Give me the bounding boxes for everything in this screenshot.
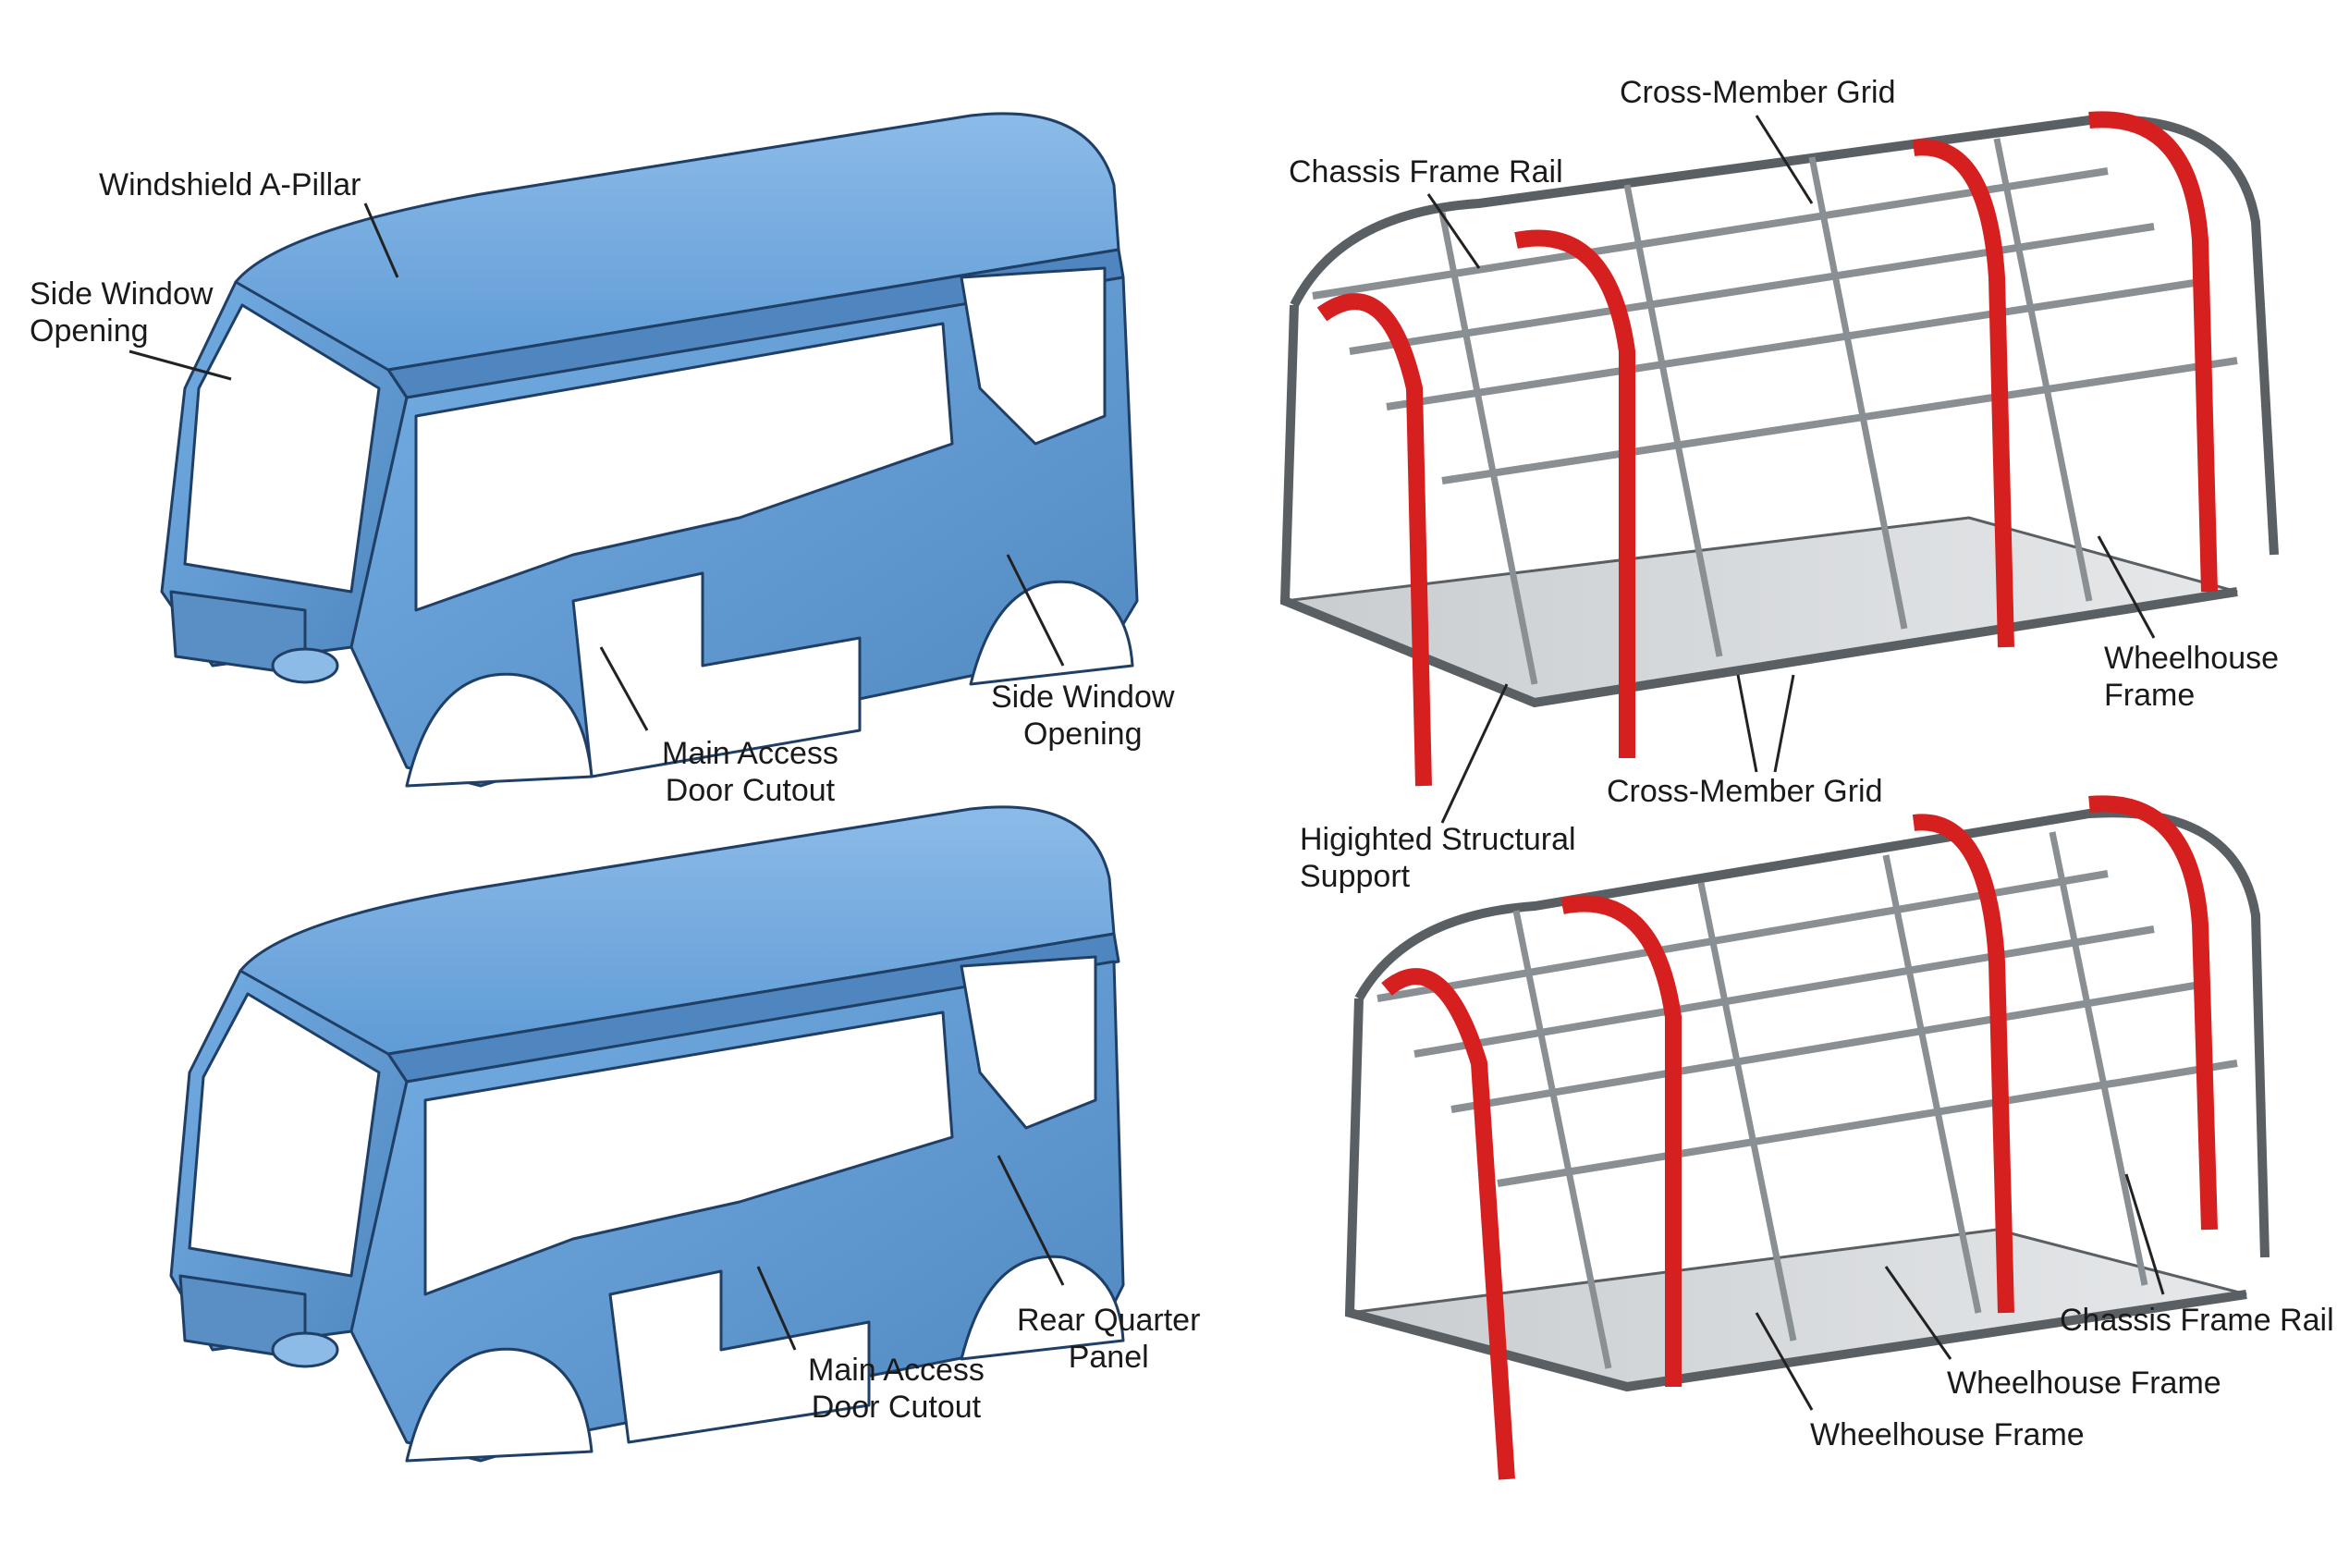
leader-cross-member-mid-a <box>1736 674 1758 773</box>
leader-cross-member-top <box>1755 115 1814 204</box>
leader-side-window-2 <box>1006 554 1065 667</box>
leader-wheelhouse-top <box>2097 535 2156 639</box>
label-wheelhouse-frame-bottom-2: Wheelhouse Frame <box>1810 1417 2085 1452</box>
leader-a-pillar <box>363 202 399 278</box>
leader-wheelhouse-bottom-2 <box>1755 1312 1814 1411</box>
leader-lines <box>128 115 2165 1411</box>
label-windshield-a-pillar: Windshield A-Pillar <box>99 167 361 202</box>
leader-side-window-1 <box>128 349 232 381</box>
body-shell-bottom <box>169 805 1125 1463</box>
leader-cross-member-mid-b <box>1773 674 1795 773</box>
leader-rear-quarter <box>997 1155 1065 1286</box>
leader-structural-support <box>1440 683 1509 824</box>
label-cross-member-grid-mid: Cross-Member Grid <box>1607 774 1883 809</box>
label-chassis-frame-rail-top: Chassis Frame Rail <box>1289 154 1563 190</box>
leader-chassis-rail-top <box>1426 193 1481 269</box>
label-cross-member-grid-top: Cross-Member Grid <box>1620 75 1896 110</box>
leader-door-cutout-2 <box>756 1266 797 1351</box>
label-wheelhouse-frame-bottom-1: Wheelhouse Frame <box>1947 1366 2221 1401</box>
leader-wheelhouse-bottom-1 <box>1884 1266 1952 1360</box>
label-chassis-frame-rail-bottom: Chassis Frame Rail <box>2060 1303 2334 1338</box>
space-frame-top <box>1279 111 2279 787</box>
leader-door-cutout-1 <box>599 646 649 731</box>
leader-chassis-rail-bottom <box>2124 1173 2165 1295</box>
space-frame-bottom <box>1344 795 2270 1480</box>
